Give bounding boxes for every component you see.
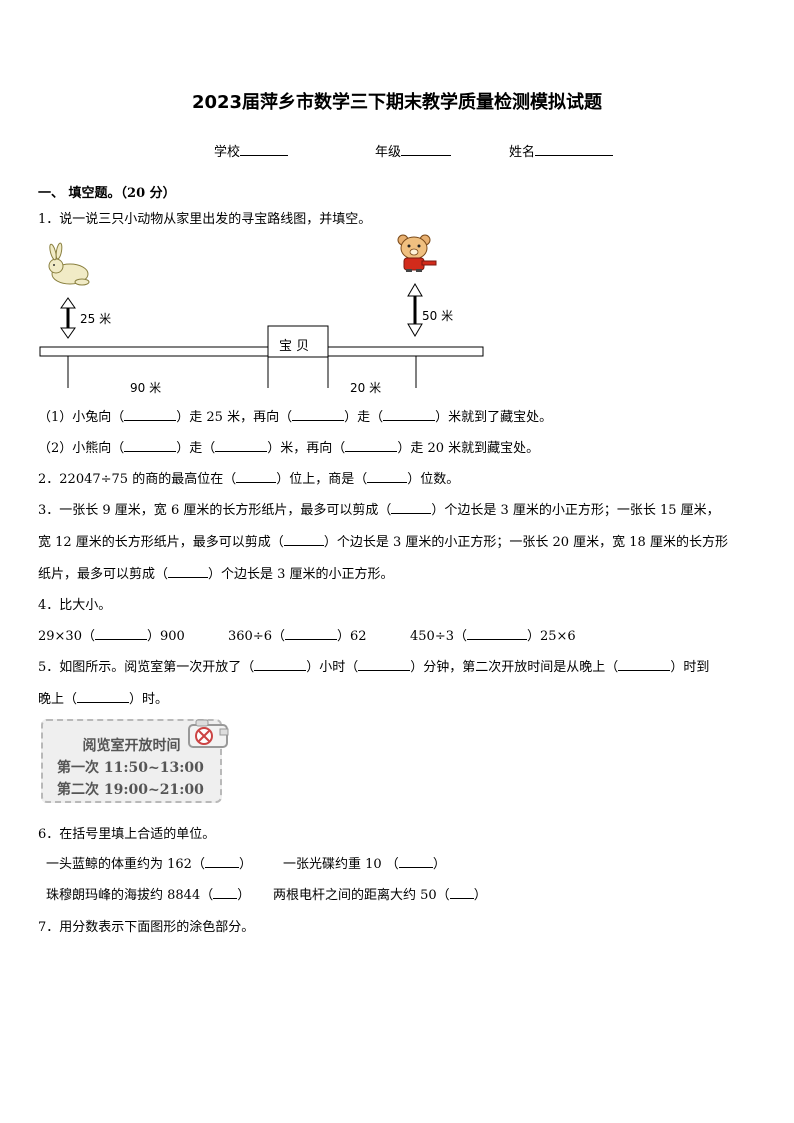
q5-line2: 晚上（）时。 [38,690,169,707]
q4-expr1: 29×30（）900 [38,627,185,644]
q1-part2: （2）小熊向（）走（）米，再向（）走 20 米就到藏宝处。 [38,439,540,456]
card-row-first: 第一次 11:50~13:00 [57,760,204,776]
treasure-label: 宝 贝 [279,339,310,354]
bear-icon [397,234,437,272]
q6-stem: 6．在括号里填上合适的单位。 [38,827,216,842]
answer-blank[interactable] [124,439,177,452]
grade-field[interactable]: 年级 [375,141,452,160]
q3-line3: 纸片，最多可以剪成（）个边长是 3 厘米的小正方形。 [38,565,394,582]
answer-blank[interactable] [283,533,324,546]
right-distance-label: 20 米 [350,381,382,395]
answer-blank[interactable] [367,470,408,483]
q6-item-d: 两根电杆之间的距离大约 50（） [273,886,487,903]
answer-blank[interactable] [449,886,474,899]
answer-blank[interactable] [254,658,307,671]
answer-blank[interactable] [398,855,433,868]
answer-blank[interactable] [204,855,239,868]
card-title: 阅览室开放时间 [82,738,181,754]
school-field[interactable]: 学校 [214,141,289,160]
answer-blank[interactable] [383,408,436,421]
q6-item-c: 珠穆朗玛峰的海拔约 8844（） [46,886,251,903]
answer-blank[interactable] [77,690,130,703]
answer-blank[interactable] [358,658,411,671]
section-heading: 一、 填空题。（20 分） [38,186,176,201]
treasure-map-diagram [39,234,484,388]
q4-expr3: 450÷3（）25×6 [410,627,576,644]
q1-part1: （1）小兔向（）走 25 米，再向（）走（）米就到了藏宝处。 [38,408,553,425]
q1-stem: 1．说一说三只小动物从家里出发的寻宝路线图，并填空。 [38,212,372,227]
q4-stem: 4．比大小。 [38,598,112,613]
answer-blank[interactable] [618,658,671,671]
school-label: 学校 [214,145,241,160]
answer-blank[interactable] [391,501,432,514]
answer-blank[interactable] [292,408,345,421]
q3-line1: 3．一张长 9 厘米，宽 6 厘米的长方形纸片，最多可以剪成（）个边长是 3 厘… [38,501,720,518]
q5-line1: 5．如图所示。阅览室第一次开放了（）小时（）分钟，第二次开放时间是从晚上（）时到 [38,658,710,675]
q3-line2: 宽 12 厘米的长方形纸片，最多可以剪成（）个边长是 3 厘米的小正方形；一张长… [38,533,728,550]
q7-stem: 7．用分数表示下面图形的涂色部分。 [38,920,255,935]
rabbit-icon [48,242,90,286]
q6-item-a: 一头蓝鲸的体重约为 162（） [46,855,252,872]
answer-blank[interactable] [466,627,527,640]
answer-blank[interactable] [213,886,238,899]
rabbit-distance-arrow [60,297,76,339]
name-label: 姓名 [509,145,536,160]
page-title: 2023届萍乡市数学三下期末教学质量检测模拟试题 [191,92,603,113]
answer-blank[interactable] [168,565,209,578]
answer-blank[interactable] [124,408,177,421]
answer-blank[interactable] [94,627,147,640]
grade-label: 年级 [375,145,402,160]
q2: 2．22047÷75 的商的最高位在（）位上，商是（）位数。 [38,470,460,487]
reading-room-hours-card: 阅览室开放时间 第一次 11:50~13:00 第二次 19:00~21:00 [41,719,222,803]
card-row-second: 第二次 19:00~21:00 [57,782,204,798]
q4-expr2: 360÷6（）62 [228,627,367,644]
camera-icon [188,719,229,748]
answer-blank[interactable] [236,470,277,483]
answer-blank[interactable] [215,439,268,452]
name-field[interactable]: 姓名 [509,141,614,160]
bear-distance-label: 50 米 [422,309,454,323]
answer-blank[interactable] [284,627,337,640]
q6-item-b: 一张光碟约重 10 （） [283,855,446,872]
bear-distance-arrow [407,283,423,337]
left-distance-label: 90 米 [130,381,162,395]
answer-blank[interactable] [345,439,398,452]
rabbit-distance-label: 25 米 [80,312,112,326]
